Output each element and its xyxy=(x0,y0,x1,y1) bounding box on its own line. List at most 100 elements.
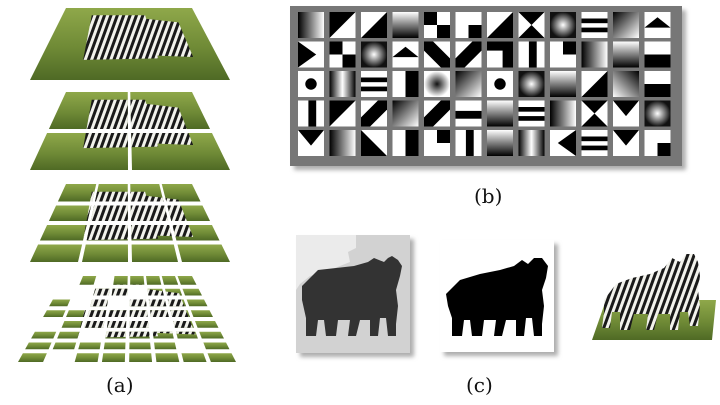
pyramid-tile xyxy=(30,244,83,262)
pattern-tile xyxy=(455,41,482,68)
pattern-tile xyxy=(329,41,356,68)
pyramid-tile xyxy=(177,276,197,285)
pattern-tile xyxy=(550,41,576,68)
panel-c-segmentation xyxy=(296,235,716,353)
pattern-tile xyxy=(581,100,608,127)
pattern-tile xyxy=(550,130,576,156)
pyramid-tile xyxy=(154,342,177,350)
pattern-tile xyxy=(329,71,356,97)
pyramid-tile xyxy=(39,225,87,241)
pattern-tile xyxy=(581,130,608,156)
pyramid-tile xyxy=(203,342,230,350)
pattern-tile xyxy=(644,41,671,68)
pyramid-tile xyxy=(61,321,83,328)
pattern-tile xyxy=(613,130,639,156)
pyramid-tile xyxy=(52,342,77,350)
pattern-tile xyxy=(455,12,482,38)
pattern-tile xyxy=(424,41,450,68)
pattern-tile xyxy=(361,100,387,127)
pattern-tile xyxy=(329,100,356,127)
pattern-tile xyxy=(361,130,387,156)
pattern-tile xyxy=(613,41,639,68)
pattern-tile xyxy=(644,12,671,38)
pyramid-tile xyxy=(182,288,202,296)
pattern-tile xyxy=(361,41,387,68)
pyramid-tile xyxy=(155,353,180,362)
pyramid-tile xyxy=(177,244,230,262)
pyramid-level-4x4 xyxy=(30,184,230,262)
pyramid-tile xyxy=(207,353,236,362)
pattern-tile xyxy=(392,12,419,38)
pattern-tile xyxy=(361,71,387,97)
pyramid-zebra xyxy=(83,99,194,149)
caption-a: (a) xyxy=(106,373,134,397)
pyramid-tile xyxy=(181,353,207,362)
segment-zebra-silhouette xyxy=(302,256,402,336)
pyramid-tile xyxy=(199,331,224,339)
pattern-tile xyxy=(518,130,545,156)
pattern-tile xyxy=(613,12,639,38)
pyramid-tile xyxy=(129,342,151,350)
pyramid-tile xyxy=(31,331,57,339)
pyramid-tile xyxy=(161,184,201,202)
segment-region-light xyxy=(296,235,356,290)
caption-b: (b) xyxy=(474,184,503,208)
pattern-tile xyxy=(424,12,450,38)
pyramid-tile xyxy=(101,353,126,362)
pattern-tile xyxy=(298,130,324,156)
pattern-tile xyxy=(581,71,608,97)
pattern-tile xyxy=(644,71,671,97)
pyramid-tile xyxy=(66,310,86,317)
pattern-tile xyxy=(613,100,639,127)
pyramid-tile xyxy=(131,244,178,262)
pattern-tile xyxy=(550,100,576,127)
pattern-tile xyxy=(644,100,671,127)
pyramid-tile xyxy=(57,184,97,202)
pyramid-tile xyxy=(146,276,162,285)
pattern-tile xyxy=(487,71,513,97)
pattern-tile xyxy=(329,130,356,156)
pyramid-zebra xyxy=(83,15,194,60)
pattern-tile xyxy=(424,100,450,127)
pattern-tile xyxy=(298,71,324,97)
pattern-tile xyxy=(644,130,671,156)
pyramid-tile xyxy=(79,276,97,285)
pattern-tiles xyxy=(298,12,671,156)
pattern-tile xyxy=(581,12,608,38)
pyramid-level-2x2 xyxy=(30,92,230,170)
pattern-tile xyxy=(455,100,482,127)
pattern-tile xyxy=(392,41,419,68)
panel-a-pyramid xyxy=(18,8,236,362)
pyramid-tile xyxy=(43,310,66,317)
pattern-tile xyxy=(518,71,545,97)
pattern-tile xyxy=(424,130,450,156)
pyramid-tile xyxy=(74,353,100,362)
pattern-tile xyxy=(487,100,513,127)
caption-c: (c) xyxy=(466,373,493,397)
pattern-tile xyxy=(518,41,545,68)
pattern-tile xyxy=(581,41,608,68)
pattern-tile xyxy=(424,71,450,97)
pyramid-tile xyxy=(49,299,71,307)
pyramid-tile xyxy=(186,299,208,307)
pyramid-tile xyxy=(194,321,219,328)
pyramid-tile xyxy=(25,342,52,350)
pattern-tile xyxy=(298,41,324,68)
pattern-tile xyxy=(550,12,576,38)
pattern-tile xyxy=(298,12,324,38)
pyramid-tile xyxy=(57,331,80,339)
pyramid-tile xyxy=(82,244,128,262)
pattern-tile xyxy=(298,100,324,127)
pyramid-tile xyxy=(152,331,174,339)
pattern-tile xyxy=(613,71,639,97)
pattern-tile xyxy=(392,130,419,156)
pattern-tile xyxy=(518,12,545,38)
pattern-tile xyxy=(487,12,513,38)
pyramid-tile xyxy=(129,353,153,362)
pattern-tile xyxy=(392,71,419,97)
pyramid-tile xyxy=(130,276,145,285)
pattern-tile xyxy=(361,12,387,38)
pattern-tile xyxy=(329,12,356,38)
pattern-tile xyxy=(392,100,419,127)
